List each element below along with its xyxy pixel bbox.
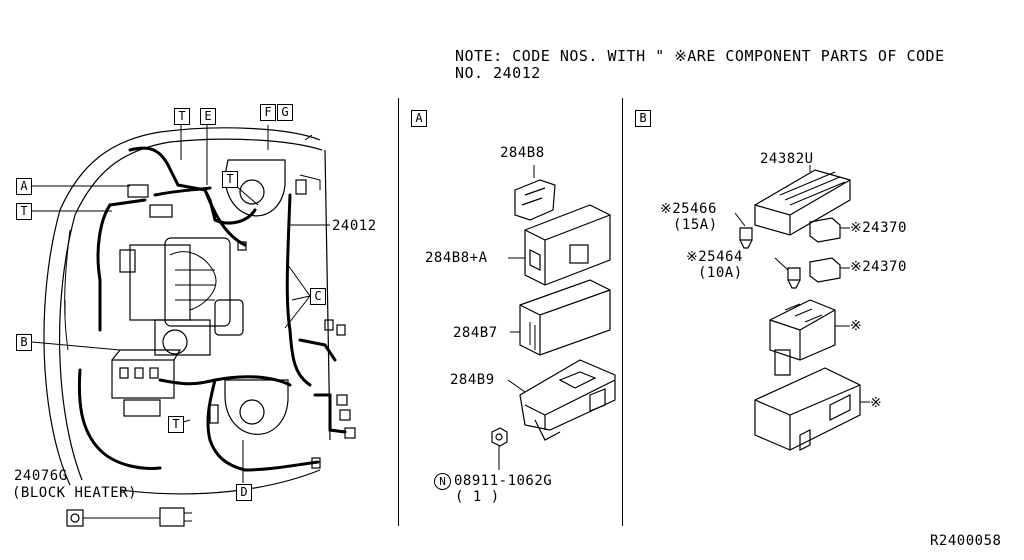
part-label-284b7: 284B7	[453, 325, 498, 341]
harness-code-label: 24012	[332, 218, 377, 234]
part-label-284b8-a: 284B8+A	[425, 250, 488, 266]
section-b-title: B	[635, 110, 651, 127]
callout-t-top: T	[174, 108, 190, 125]
fuse-10a-code: ※25464	[686, 249, 743, 265]
part-label-284b8: 284B8	[500, 145, 545, 161]
fuse-10a-rating: (10A)	[698, 265, 743, 281]
section-divider-right	[622, 98, 624, 526]
part-label-24382u: 24382U	[760, 151, 814, 167]
nut-code-label: 08911-1062G	[454, 473, 553, 489]
component-mark-fuse-block: ※	[870, 395, 883, 411]
diagram-reference-code: R2400058	[930, 533, 1002, 549]
callout-a: A	[16, 178, 32, 195]
callout-c: C	[310, 288, 326, 305]
section-a-title: A	[411, 110, 427, 127]
note-line-2: NO. 24012	[455, 64, 541, 82]
callout-b: B	[16, 334, 32, 351]
callout-e: E	[200, 108, 216, 125]
nut-qty-label: ( 1 )	[455, 489, 500, 505]
callout-f: F	[260, 104, 276, 121]
relay-code-lower: ※24370	[850, 259, 907, 275]
block-heater-code: 24076G	[14, 468, 68, 484]
callout-t-strut: T	[222, 171, 238, 188]
component-mark-relay-block: ※	[850, 318, 863, 334]
part-label-284b9: 284B9	[450, 372, 495, 388]
fuse-15a-code: ※25466	[660, 201, 717, 217]
callout-t-bottom: T	[168, 416, 184, 433]
callout-d: D	[236, 484, 252, 501]
fuse-15a-rating: (15A)	[673, 217, 718, 233]
section-divider-left	[398, 98, 400, 526]
note-line-1: NOTE: CODE NOS. WITH " ※ARE COMPONENT PA…	[455, 47, 945, 65]
block-heater-desc: (BLOCK HEATER)	[12, 485, 138, 501]
nut-symbol-n: N	[434, 473, 451, 490]
callout-t-left: T	[16, 203, 32, 220]
callout-g: G	[277, 104, 293, 121]
relay-code-upper: ※24370	[850, 220, 907, 236]
